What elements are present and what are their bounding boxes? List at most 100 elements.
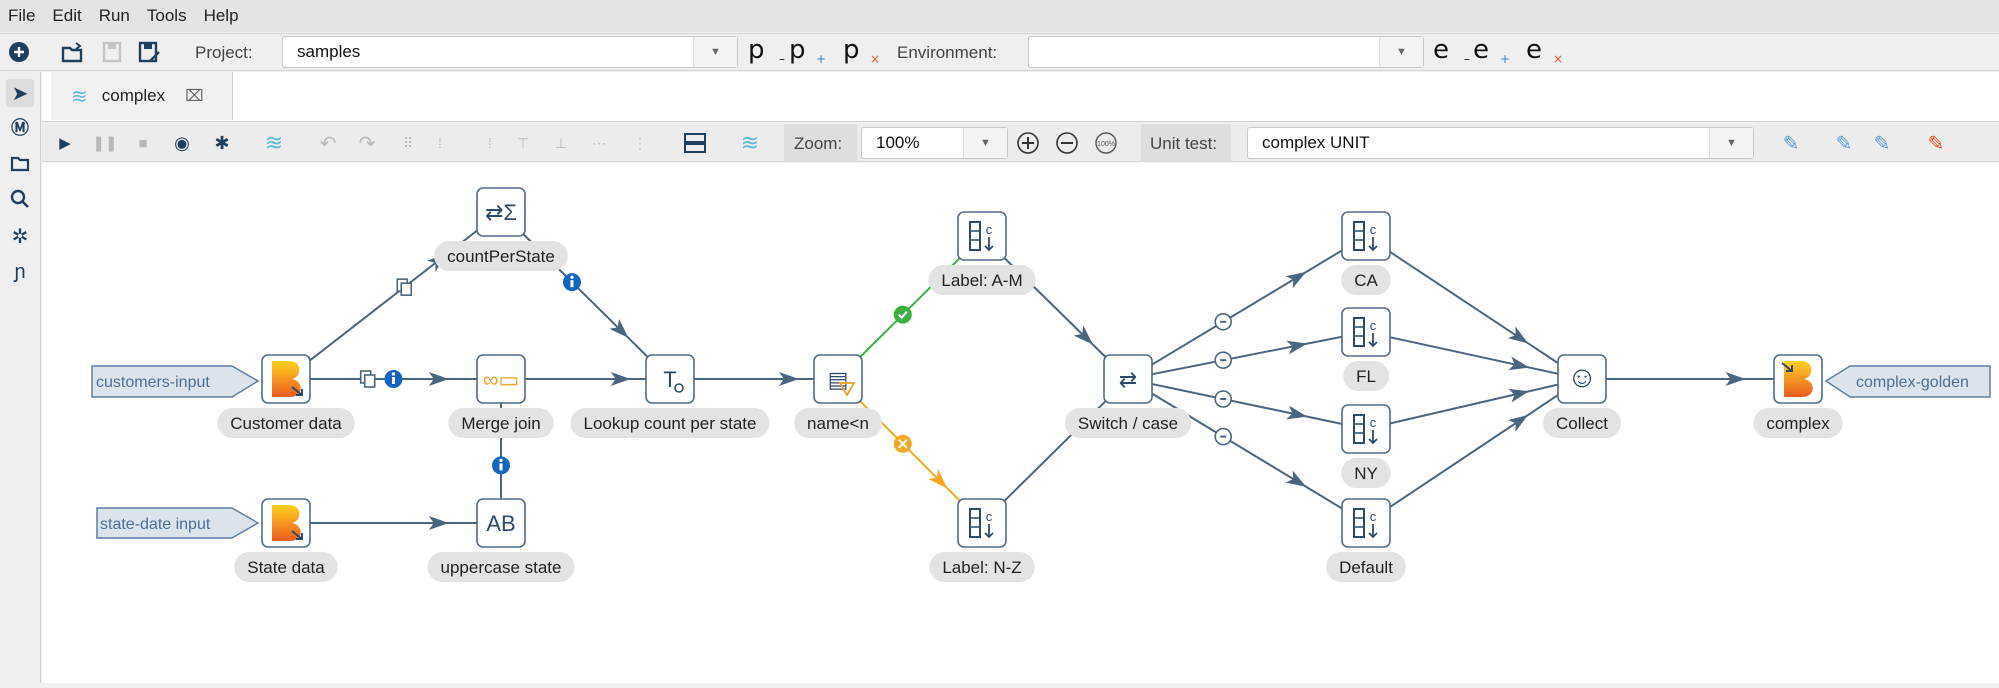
distribute-vertical-icon[interactable]: ⋮ [633,134,647,151]
menu-run[interactable]: Run [98,6,130,25]
transform-label: Switch / case [1078,414,1178,433]
hop-sw-ny[interactable] [1127,378,1367,430]
chevron-down-icon[interactable]: ▼ [693,37,737,67]
transform-sw[interactable]: ⇄ Switch / case [1064,354,1192,438]
hop-am-sw[interactable] [981,235,1129,380]
transform-collect[interactable]: ☺Collect [1543,354,1621,438]
project-select[interactable]: samples▼ [282,36,738,68]
save-as-icon[interactable] [136,38,164,66]
project-add-icon[interactable]: p+ [789,35,826,66]
zoom-reset-icon[interactable]: 100% [1092,129,1120,157]
environment-select[interactable]: ▼ [1028,36,1424,68]
environment-add-icon[interactable]: e+ [1473,35,1510,66]
unit-test-label-bg [1141,124,1231,162]
pause-icon[interactable]: ❚❚ [92,135,118,152]
hop-cust-count[interactable] [285,211,502,380]
menu-edit[interactable]: Edit [52,6,82,25]
pipeline-icon[interactable]: ≋ [740,130,760,155]
stop-icon[interactable]: ■ [138,134,148,152]
open-icon[interactable] [59,38,87,66]
environment-delete-icon[interactable]: e× [1526,35,1563,66]
hop-lookup-filter[interactable] [670,372,838,386]
hop-cust-merge[interactable] [286,370,501,388]
chevron-down-icon[interactable]: ▼ [963,128,1007,158]
align-top-icon[interactable]: ⊤ [516,134,530,151]
pipeline-canvas[interactable]: customers-input state-date input complex… [42,163,1999,683]
hop-state-upper[interactable] [286,516,501,530]
svg-text:∞▭: ∞▭ [483,367,519,392]
hop-fl-collect[interactable] [1365,331,1583,380]
properties-icon[interactable] [681,129,709,157]
save-icon[interactable] [98,38,126,66]
data-orchestration-icon[interactable]: ➤ [6,79,34,107]
copy-icon [359,370,376,388]
transform-cust[interactable]: Customer data [217,354,355,438]
debug-bug-icon[interactable]: ✱ [214,132,230,153]
transform-ca[interactable]: cCA [1341,211,1391,295]
plugin-icon[interactable]: ✲ [11,225,29,248]
pipeline-graph[interactable]: customers-input state-date input complex… [42,163,1999,683]
transform-out[interactable]: complex [1753,354,1843,438]
search-icon[interactable] [6,185,34,213]
transform-filter[interactable]: ▤name<n [794,354,882,438]
hop-sw-ca[interactable] [1127,235,1367,380]
zoom-in-icon[interactable] [1014,129,1042,157]
hop-filter-nz[interactable] [837,378,983,524]
hop-arrow [610,372,631,386]
align-right-icon[interactable]: ⁞ [488,135,492,151]
unit-test-data-icon[interactable]: ✎ [1873,132,1891,155]
distribute-horizontal-icon[interactable]: ⋯ [592,134,606,151]
transform-merge[interactable]: ∞▭Merge join [448,354,554,438]
unit-test-add-icon[interactable]: ✎ [1835,132,1853,155]
project-edit-icon[interactable]: p– [748,35,785,66]
chevron-down-icon[interactable]: ▼ [1379,37,1423,67]
menu-help[interactable]: Help [203,6,239,25]
state-input-tag[interactable]: state-date input [96,507,260,539]
git-icon[interactable]: ɲ [14,260,26,283]
zoom-select[interactable]: 100%▼ [861,127,1008,159]
tab-complex[interactable]: ≋ complex ⌧ [51,72,233,120]
pipeline-check-icon[interactable]: ≋ [264,130,284,155]
unit-test-edit-icon[interactable]: ✎ [1782,132,1800,155]
project-delete-icon[interactable]: p× [843,35,880,66]
hop-ny-collect[interactable] [1365,378,1583,430]
hop-def-collect[interactable] [1365,378,1583,524]
undo-icon[interactable]: ↶ [319,132,337,155]
customers-input-tag[interactable]: customers-input [91,365,260,398]
new-icon[interactable] [5,38,33,66]
chevron-down-icon[interactable]: ▼ [1709,128,1753,158]
switch-icon: ⇄ [1103,354,1153,404]
environment-edit-icon[interactable]: e– [1433,35,1470,66]
align-left-icon[interactable]: ⁞ [438,135,442,151]
transform-state[interactable]: State data [234,498,338,582]
unit-test-delete-icon[interactable]: ✎ [1927,132,1945,155]
unit-test-select[interactable]: complex UNIT▼ [1247,127,1754,159]
align-bottom-icon[interactable]: ⊥ [554,134,568,151]
run-icon[interactable]: ▶ [59,135,71,152]
menu-file[interactable]: File [8,6,36,25]
hop-ca-collect[interactable] [1365,235,1583,380]
snap-grid-icon[interactable]: ⠿ [402,134,414,151]
redo-icon[interactable]: ↷ [358,132,376,155]
hop-count-lookup[interactable] [500,211,671,380]
hop-sw-fl[interactable] [1127,331,1367,380]
explorer-folder-icon[interactable] [6,149,34,177]
metadata-icon[interactable]: Ⓜ [11,118,29,138]
preview-eye-icon[interactable]: ◉ [174,132,190,153]
hop-merge-lookup[interactable] [501,372,670,386]
hop-collect-out[interactable] [1582,372,1798,386]
transform-fl[interactable]: cFL [1341,307,1391,391]
hop-sw-def[interactable] [1127,378,1367,524]
menu-tools[interactable]: Tools [146,6,187,25]
transform-label: FL [1356,367,1376,386]
transform-ny[interactable]: cNY [1341,404,1391,488]
close-icon[interactable]: ⌧ [185,88,204,105]
golden-tag[interactable]: complex-golden [1824,365,1991,398]
zoom-out-icon[interactable] [1053,129,1081,157]
